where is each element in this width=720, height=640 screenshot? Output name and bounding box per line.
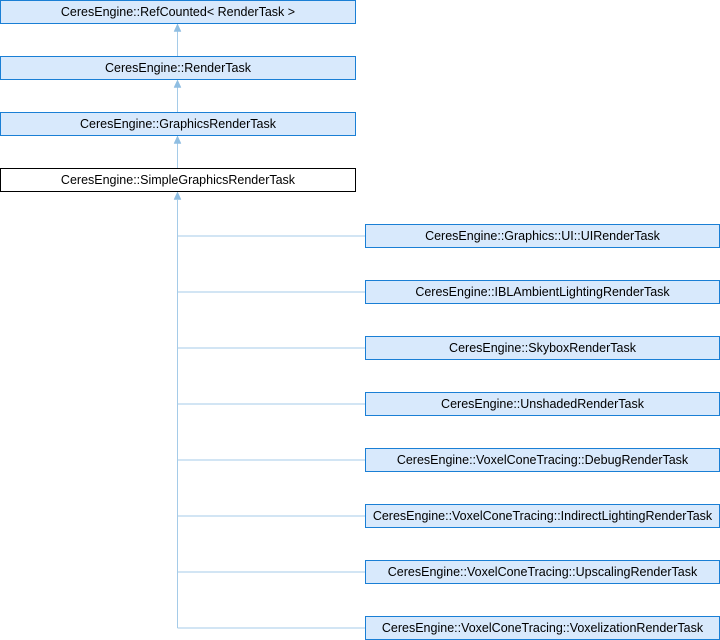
class-node-graphicsrendertask[interactable]: CeresEngine::GraphicsRenderTask xyxy=(0,112,356,136)
class-name: CeresEngine::IBLAmbientLightingRenderTas… xyxy=(415,285,670,299)
class-node-simplegraphicsrendertask-current: CeresEngine::SimpleGraphicsRenderTask xyxy=(0,168,356,192)
class-name: CeresEngine::VoxelConeTracing::DebugRend… xyxy=(396,453,689,467)
class-node-iblambientlightingrendertask[interactable]: CeresEngine::IBLAmbientLightingRenderTas… xyxy=(365,280,720,304)
inheritance-arrow-rendertask xyxy=(173,79,182,112)
inheritance-arrow-refcounted xyxy=(173,23,182,56)
class-node-uirendertask[interactable]: CeresEngine::Graphics::UI::UIRenderTask xyxy=(365,224,720,248)
class-node-unshadedrendertask[interactable]: CeresEngine::UnshadedRenderTask xyxy=(365,392,720,416)
class-node-refcounted-rendertask[interactable]: CeresEngine::RefCounted< RenderTask > xyxy=(0,0,356,24)
class-name: CeresEngine::RefCounted< RenderTask > xyxy=(60,5,296,19)
class-node-vct-indirectlightingrendertask[interactable]: CeresEngine::VoxelConeTracing::IndirectL… xyxy=(365,504,720,528)
class-node-vct-debugrendertask[interactable]: CeresEngine::VoxelConeTracing::DebugRend… xyxy=(365,448,720,472)
class-name: CeresEngine::SkyboxRenderTask xyxy=(449,341,636,355)
class-name: CeresEngine::VoxelConeTracing::Upscaling… xyxy=(387,565,698,579)
inheritance-arrow-graphicsrendertask xyxy=(173,135,182,168)
class-name: CeresEngine::GraphicsRenderTask xyxy=(80,117,276,131)
class-name: CeresEngine::VoxelConeTracing::IndirectL… xyxy=(372,509,713,523)
class-name: CeresEngine::RenderTask xyxy=(105,61,251,75)
class-name: CeresEngine::Graphics::UI::UIRenderTask xyxy=(425,229,660,243)
class-node-vct-upscalingrendertask[interactable]: CeresEngine::VoxelConeTracing::Upscaling… xyxy=(365,560,720,584)
class-name: CeresEngine::SimpleGraphicsRenderTask xyxy=(60,173,296,187)
class-node-rendertask[interactable]: CeresEngine::RenderTask xyxy=(0,56,356,80)
inheritance-arrow-descendants-trunk xyxy=(173,191,182,628)
class-name: CeresEngine::VoxelConeTracing::Voxelizat… xyxy=(381,621,704,635)
class-node-skyboxrendertask[interactable]: CeresEngine::SkyboxRenderTask xyxy=(365,336,720,360)
class-name: CeresEngine::UnshadedRenderTask xyxy=(441,397,644,411)
class-node-vct-voxelizationrendertask[interactable]: CeresEngine::VoxelConeTracing::Voxelizat… xyxy=(365,616,720,640)
